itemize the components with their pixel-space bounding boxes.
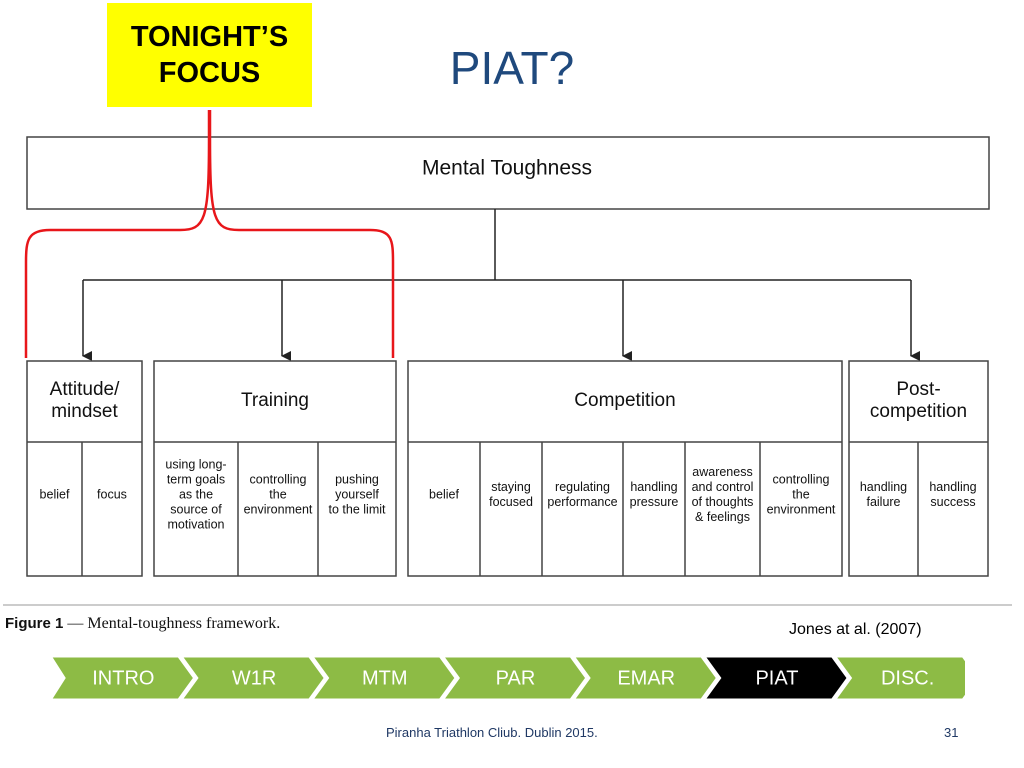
nav-label-w1r[interactable]: W1R [232,667,276,689]
focus-bracket-right [208,110,395,358]
root-box [26,136,990,210]
root-label: Mental Toughness [422,157,592,180]
nav-chevron-par[interactable] [440,656,589,700]
sub-item-competition-0: belief [429,487,459,501]
nav-label-disc[interactable]: DISC. [881,667,934,689]
nav-label-par[interactable]: PAR [496,667,536,689]
figure-caption: Figure 1 — Mental-toughness framework. [5,615,280,632]
focus-callout-line1: TONIGHT’S [130,21,289,53]
nav-chevron-disc[interactable] [832,656,965,700]
nav-chevron-mtm[interactable] [309,656,458,700]
page-number: 31 [944,725,959,740]
nav-label-emar[interactable]: EMAR [617,667,675,689]
citation: Jones at al. (2007) [789,621,922,638]
nav-chevron-emar[interactable] [571,656,720,700]
sub-item-attitude-0: belief [40,487,70,501]
nav-chevron-piat[interactable] [701,656,851,700]
pillar-box-training [153,360,397,577]
pillar-label-post-competition: Post-competition [870,379,967,422]
nav-chevron-intro[interactable] [50,656,197,700]
pillar-label-attitude: Attitude/mindset [50,379,120,422]
sub-item-attitude-1: focus [97,487,127,501]
focus-callout-line2: FOCUS [158,57,261,89]
pillar-label-training: Training [241,390,309,411]
pillar-label-competition: Competition [574,390,675,411]
footer-text: Piranha Triathlon Cliub. Dublin 2015. [386,725,598,740]
nav-label-intro[interactable]: INTRO [92,667,154,689]
pillar-box-attitude [26,360,143,577]
focus-callout: TONIGHT’S FOCUS [107,3,312,107]
section-nav: INTRO W1R MTM PAR EMAR PIAT DISC. [50,656,965,700]
nav-chevron-w1r[interactable] [178,656,328,700]
slide-title: PIAT? [449,42,575,94]
focus-bracket-left [24,110,211,358]
nav-label-mtm[interactable]: MTM [362,667,408,689]
nav-label-piat[interactable]: PIAT [755,667,798,689]
